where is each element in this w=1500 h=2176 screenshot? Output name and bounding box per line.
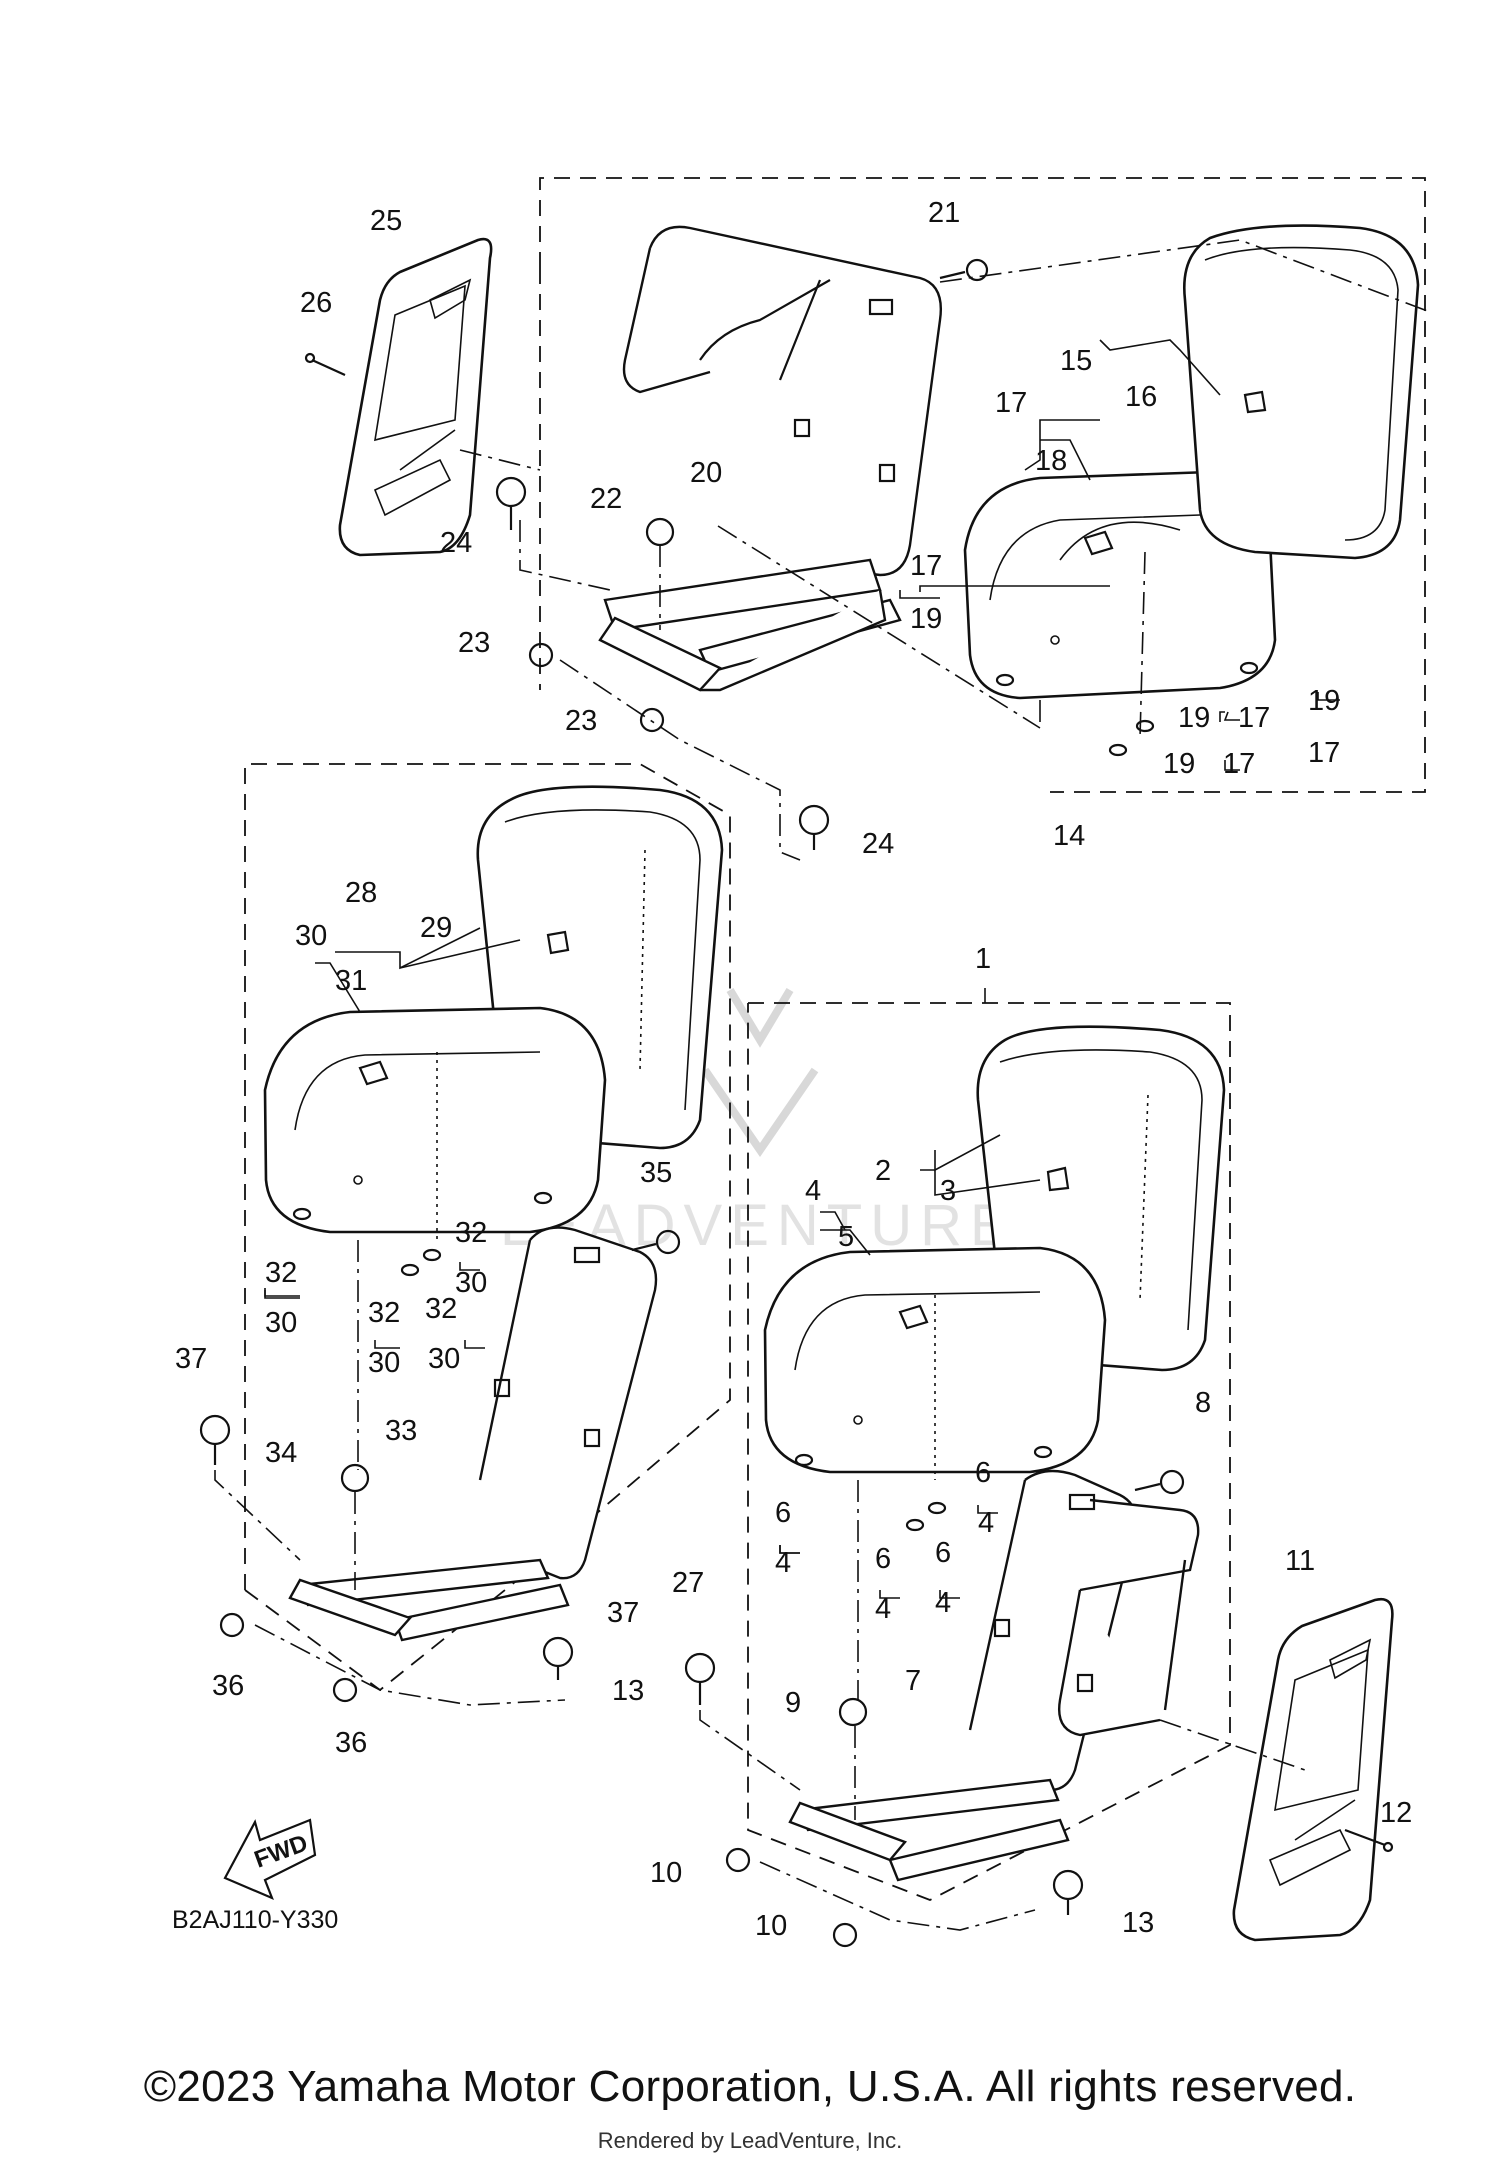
- part-label-11: 11: [1285, 1545, 1315, 1577]
- part-label-13: 13: [1122, 1907, 1154, 1939]
- part-label-15: 15: [1060, 345, 1092, 377]
- label-brackets: [264, 590, 1225, 1554]
- part-label-10: 10: [755, 1910, 787, 1942]
- part-label-32: 32: [425, 1293, 457, 1325]
- part-label-7: 7: [905, 1665, 921, 1697]
- fwd-arrow-icon: FWD: [223, 1818, 317, 1901]
- part-label-28: 28: [345, 877, 377, 909]
- part-label-2: 2: [875, 1155, 891, 1187]
- part-label-5: 5: [838, 1221, 854, 1253]
- part-label-24: 24: [440, 527, 472, 559]
- part-label-8: 8: [1195, 1387, 1211, 1419]
- part-label-26: 26: [300, 287, 332, 319]
- part-label-10: 10: [650, 1857, 682, 1889]
- part-label-33: 33: [385, 1415, 417, 1447]
- part-label-36: 36: [335, 1727, 367, 1759]
- part-label-30: 30: [455, 1267, 487, 1299]
- part-label-16: 16: [1125, 381, 1157, 413]
- part-label-24: 24: [862, 828, 894, 860]
- part-label-19: 19: [1178, 702, 1210, 734]
- part-label-17: 17: [910, 550, 942, 582]
- part-label-3: 3: [940, 1175, 956, 1207]
- part-label-1: 1: [975, 943, 991, 975]
- part-label-4: 4: [775, 1547, 791, 1579]
- part-label-30: 30: [295, 920, 327, 952]
- part-label-6: 6: [775, 1497, 791, 1529]
- copyright-notice: ©2023 Yamaha Motor Corporation, U.S.A. A…: [143, 2062, 1357, 2111]
- part-label-32: 32: [265, 1257, 297, 1289]
- part-label-9: 9: [785, 1687, 801, 1719]
- part-label-17: 17: [1308, 737, 1340, 769]
- part-label-18: 18: [1035, 445, 1067, 477]
- part-label-4: 4: [978, 1507, 994, 1539]
- part-label-14: 14: [1053, 820, 1085, 852]
- part-label-4: 4: [935, 1587, 951, 1619]
- part-label-17: 17: [1223, 748, 1255, 780]
- part-label-30: 30: [368, 1347, 400, 1379]
- upper-seat-assembly: [304, 177, 1431, 861]
- part-label-23: 23: [565, 705, 597, 737]
- part-label-4: 4: [875, 1593, 891, 1625]
- part-label-21: 21: [928, 197, 960, 229]
- part-label-4: 4: [805, 1175, 821, 1207]
- part-label-6: 6: [935, 1537, 951, 1569]
- part-label-20: 20: [690, 457, 722, 489]
- part-label-37: 37: [175, 1343, 207, 1375]
- rendered-by-notice: Rendered by LeadVenture, Inc.: [597, 2128, 903, 2153]
- part-label-22: 22: [590, 483, 622, 515]
- part-label-13: 13: [612, 1675, 644, 1707]
- part-label-25: 25: [370, 205, 402, 237]
- part-label-27: 27: [672, 1567, 704, 1599]
- right-seat-assembly: [684, 988, 1394, 1948]
- part-labels: 25 26 21 15 16 17 18 20 22 24 17 19 23 2…: [172, 197, 1412, 1942]
- part-label-31: 31: [335, 965, 367, 997]
- part-label-34: 34: [265, 1437, 297, 1469]
- part-label-6: 6: [875, 1543, 891, 1575]
- part-label-30: 30: [265, 1307, 297, 1339]
- part-label-29: 29: [420, 912, 452, 944]
- left-seat-assembly: [199, 763, 731, 1706]
- part-label-32: 32: [368, 1297, 400, 1329]
- part-label-19: 19: [1163, 748, 1195, 780]
- part-label-17: 17: [995, 387, 1027, 419]
- part-label-19: 19: [1308, 685, 1340, 717]
- part-label-19: 19: [910, 603, 942, 635]
- part-label-17: 17: [1238, 702, 1270, 734]
- part-label-12: 12: [1380, 1797, 1412, 1829]
- part-label-36: 36: [212, 1670, 244, 1702]
- part-label-37: 37: [607, 1597, 639, 1629]
- part-label-6: 6: [975, 1457, 991, 1489]
- diagram-code: B2AJ110-Y330: [172, 1906, 338, 1934]
- part-label-30: 30: [428, 1343, 460, 1375]
- part-label-35: 35: [640, 1157, 672, 1189]
- part-label-23: 23: [458, 627, 490, 659]
- part-label-32: 32: [455, 1217, 487, 1249]
